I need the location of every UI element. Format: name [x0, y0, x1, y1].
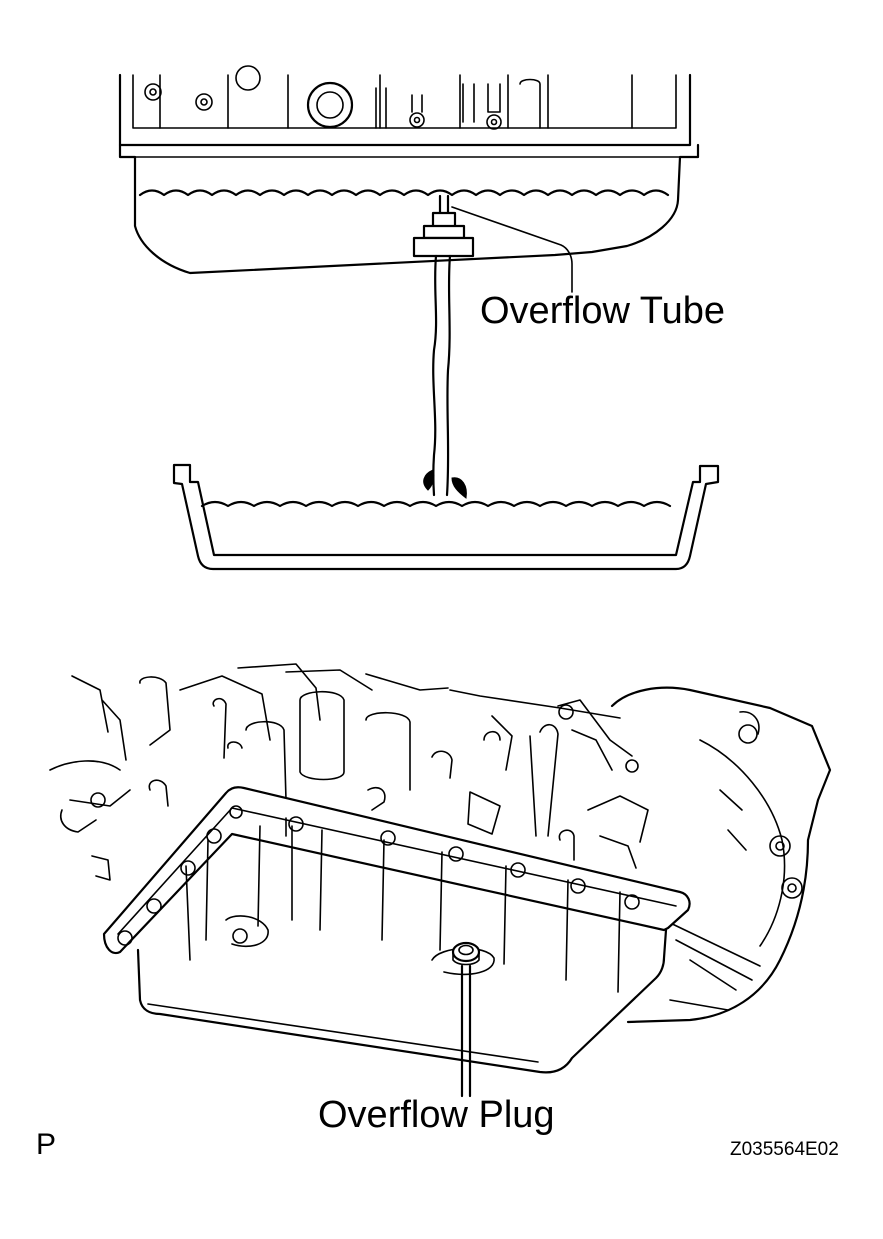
overflow-tube-leader [451, 206, 573, 293]
transmission-assembly-icon [49, 663, 832, 1024]
view-marker: P [36, 1128, 57, 1161]
figure-code: Z035564E02 [730, 1139, 839, 1160]
overflow-plug-label: Overflow Plug [318, 1094, 555, 1136]
transmission-pan-icon [118, 65, 700, 275]
oil-pan-icon [102, 786, 691, 1074]
drain-tray-icon [172, 463, 720, 571]
overflow-tube-label: Overflow Tube [480, 290, 725, 332]
overflow-plug-icon [431, 941, 495, 976]
overflow-tube-icon [412, 194, 475, 499]
overflow-plug-leader [460, 964, 472, 1098]
